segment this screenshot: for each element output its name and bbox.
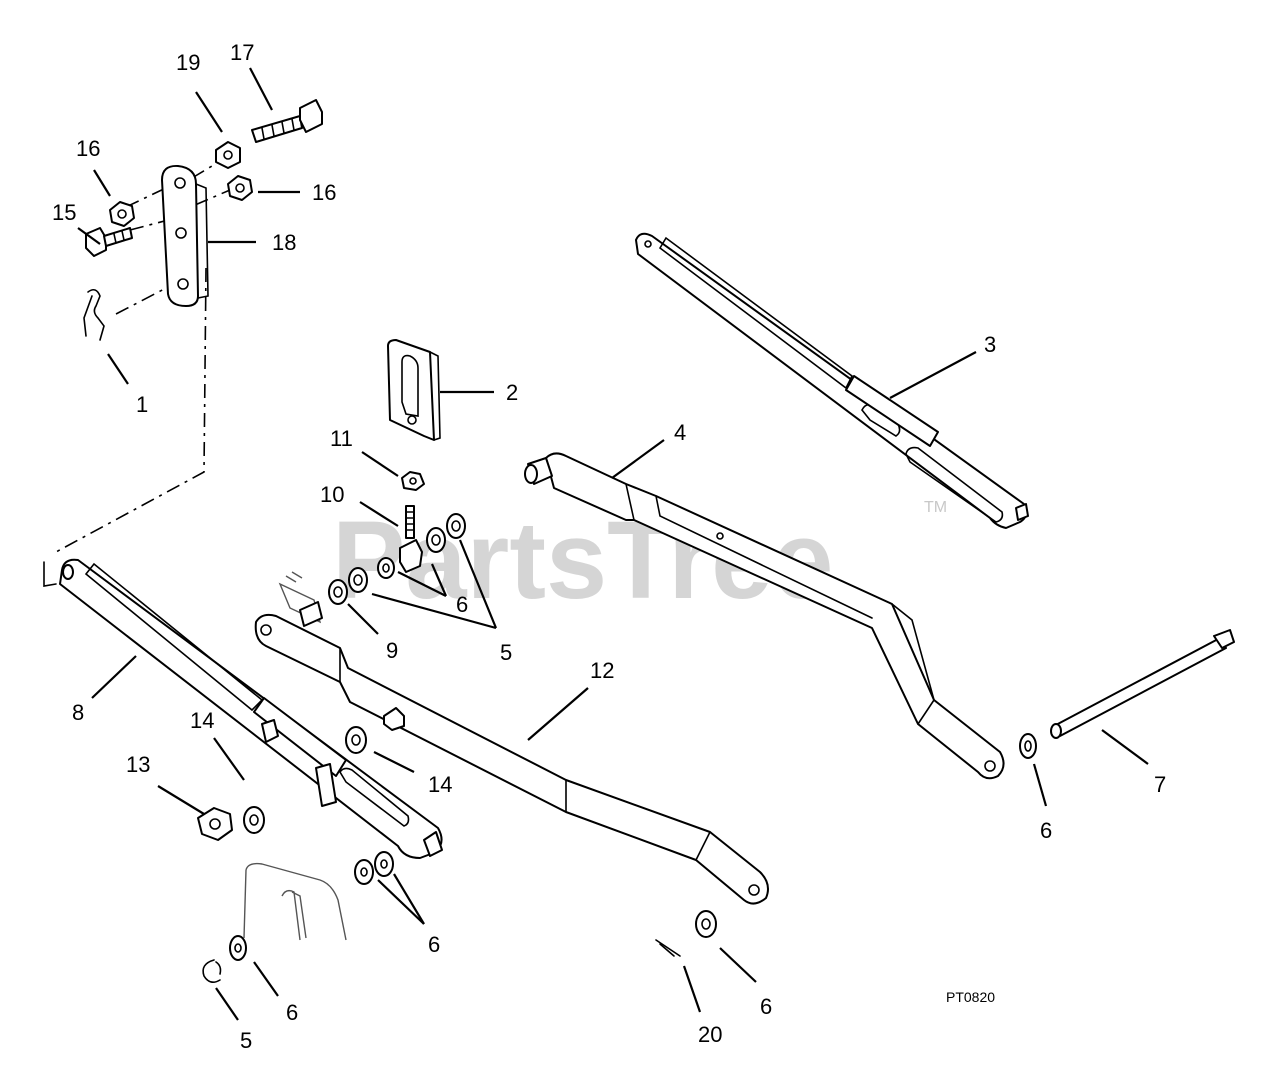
watermark-trademark: TM bbox=[924, 499, 947, 516]
stud-part bbox=[405, 505, 415, 539]
callout-20: 20 bbox=[698, 1022, 722, 1047]
callout-6-right: 6 bbox=[1040, 818, 1052, 843]
cotter-pin-part bbox=[655, 939, 681, 957]
washer-14-left-part bbox=[243, 806, 265, 834]
drawing-code: PT0820 bbox=[946, 989, 995, 1005]
callout-7: 7 bbox=[1154, 772, 1166, 797]
arm-upper-right-part bbox=[635, 232, 1029, 529]
callout-6-bottom-right: 6 bbox=[760, 994, 772, 1019]
hairpin-clip-part bbox=[83, 288, 105, 341]
callout-13: 13 bbox=[126, 752, 150, 777]
callout-10: 10 bbox=[320, 482, 344, 507]
callout-16-right: 16 bbox=[312, 180, 336, 205]
callout-8: 8 bbox=[72, 700, 84, 725]
bar-middle-part bbox=[524, 452, 1005, 780]
callout-4: 4 bbox=[674, 420, 686, 445]
washer-pair-part bbox=[354, 851, 394, 885]
bracket-edge-part bbox=[43, 561, 57, 587]
callout-18: 18 bbox=[272, 230, 296, 255]
nut-right-part bbox=[227, 175, 253, 201]
washer-stack-part bbox=[328, 513, 466, 605]
nut-left-part bbox=[109, 201, 135, 227]
nut-13-part bbox=[197, 807, 233, 841]
alignment-line-right-nut bbox=[194, 189, 231, 206]
callout-12: 12 bbox=[590, 658, 614, 683]
callout-14-right: 14 bbox=[428, 772, 452, 797]
washer-14-right-part bbox=[345, 726, 367, 754]
nut-top-part bbox=[215, 141, 241, 169]
snap-ring-part bbox=[202, 959, 222, 984]
ghost-bracket-part bbox=[243, 862, 347, 941]
callout-15: 15 bbox=[52, 200, 76, 225]
callout-6-top: 6 bbox=[456, 592, 468, 617]
washer-rod-part bbox=[1019, 733, 1037, 759]
washer-bottom-left-part bbox=[229, 935, 247, 961]
pin-ghost-part bbox=[278, 571, 322, 624]
callout-3: 3 bbox=[984, 332, 996, 357]
callout-2: 2 bbox=[506, 380, 518, 405]
callout-6-middle: 6 bbox=[428, 932, 440, 957]
callout-16-left: 16 bbox=[76, 136, 100, 161]
link-plate-part bbox=[161, 164, 209, 307]
callout-6-bottom-left: 6 bbox=[286, 1000, 298, 1025]
callout-5-top: 5 bbox=[500, 640, 512, 665]
callout-1: 1 bbox=[136, 392, 148, 417]
callout-14-left: 14 bbox=[190, 708, 214, 733]
rod-part bbox=[1050, 629, 1235, 739]
bolt-long-part bbox=[251, 99, 323, 143]
arm-lower-left-part bbox=[59, 558, 443, 859]
alignment-line bbox=[55, 267, 207, 553]
leader-lines bbox=[77, 67, 1149, 1021]
washer-bottom-right-part bbox=[695, 910, 717, 938]
callout-5-bottom: 5 bbox=[240, 1028, 252, 1053]
bracket-part bbox=[387, 339, 441, 441]
nut-small-part bbox=[401, 471, 425, 491]
callout-9: 9 bbox=[386, 638, 398, 663]
arm-lower-part bbox=[254, 601, 769, 905]
callout-19: 19 bbox=[176, 50, 200, 75]
callout-11: 11 bbox=[330, 426, 353, 451]
callout-17: 17 bbox=[230, 40, 254, 65]
bolt-short-part bbox=[85, 227, 133, 257]
alignment-line-upper bbox=[115, 285, 171, 315]
